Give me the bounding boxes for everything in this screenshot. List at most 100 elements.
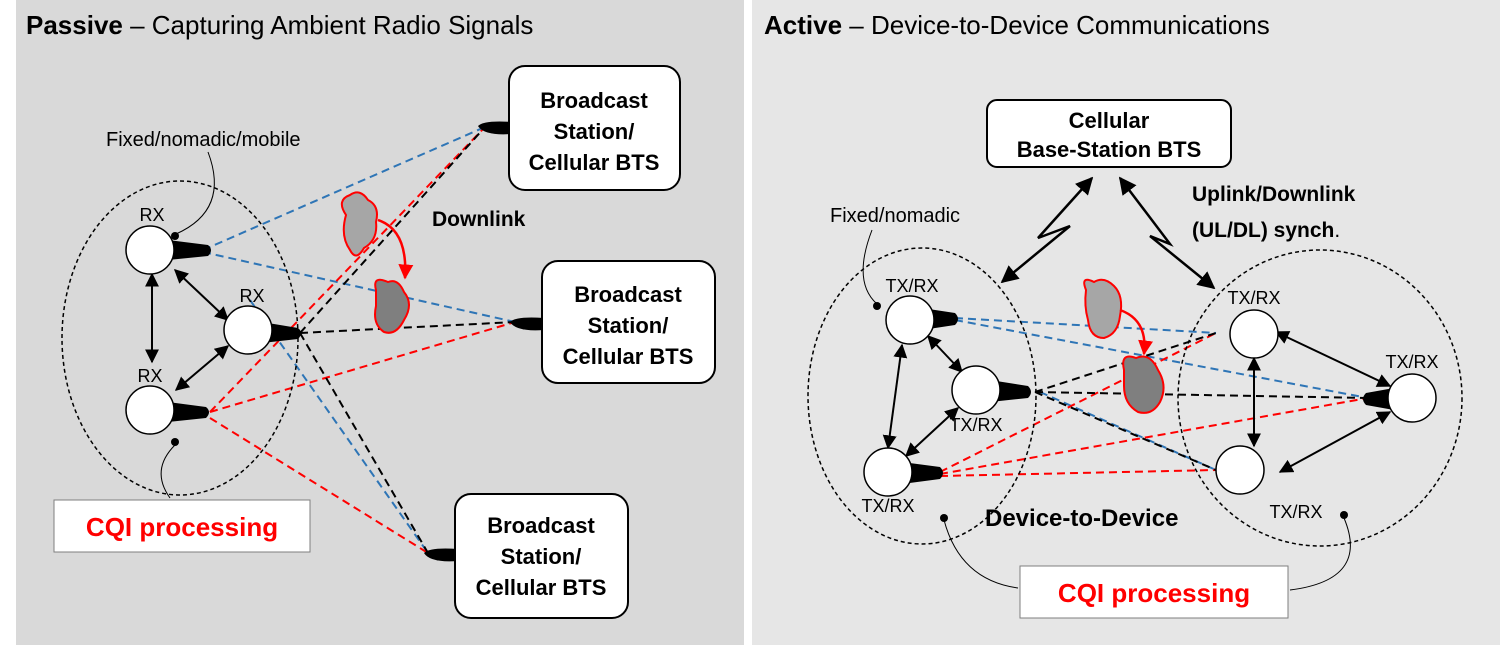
rx-arrow bbox=[174, 345, 230, 391]
passive-links bbox=[202, 126, 516, 554]
link-black bbox=[299, 321, 516, 334]
fixed-nomadic-annotation: Fixed/nomadic bbox=[830, 205, 960, 227]
rx-node-3: RX bbox=[125, 366, 209, 446]
d2d-network-ellipse-left bbox=[807, 247, 1037, 545]
txrx-node-6: TX/RX bbox=[1215, 445, 1348, 522]
node-dot bbox=[940, 514, 948, 522]
active-panel: Active – Device-to-Device Communications… bbox=[752, 0, 1500, 645]
d2d-network-ellipse-right bbox=[1177, 249, 1463, 547]
link-red bbox=[939, 397, 1369, 475]
txrx-node-circle bbox=[1215, 445, 1265, 495]
antenna-icon bbox=[168, 402, 209, 422]
link-red bbox=[939, 469, 1217, 477]
passive-title-bold: Passive bbox=[26, 10, 123, 40]
station-line: Cellular BTS bbox=[563, 344, 694, 369]
txrx-arrow bbox=[1278, 411, 1392, 473]
bts-line: Cellular bbox=[1069, 108, 1150, 133]
link-black bbox=[299, 126, 486, 334]
antenna-icon bbox=[510, 317, 544, 331]
lightning-link-right bbox=[1118, 176, 1216, 290]
uldl-links bbox=[1000, 176, 1216, 290]
passive-title-rest: – Capturing Ambient Radio Signals bbox=[123, 10, 533, 40]
txrx-node-1: TX/RX bbox=[873, 276, 958, 345]
interference-cloud-icon bbox=[340, 191, 378, 257]
rx-node-circle bbox=[223, 305, 273, 355]
link-red bbox=[209, 417, 429, 554]
link-black bbox=[299, 332, 429, 554]
bts-box bbox=[986, 99, 1232, 168]
interference-cloud-icon bbox=[1122, 355, 1165, 414]
txrx-arrow bbox=[882, 343, 908, 450]
rx-arrow bbox=[173, 269, 230, 321]
link-blue bbox=[954, 317, 1217, 334]
mobility-annotation: Fixed/nomadic/mobile bbox=[106, 129, 301, 151]
link-black bbox=[1034, 391, 1369, 399]
txrx-node-circle bbox=[885, 295, 935, 345]
rx-node-label: RX bbox=[137, 366, 162, 386]
rx-node-label: RX bbox=[239, 286, 264, 306]
lightning-link-left bbox=[1000, 176, 1094, 284]
txrx-node-circle bbox=[1387, 373, 1437, 423]
curved-arrow-icon bbox=[1119, 308, 1154, 356]
txrx-node-label: TX/RX bbox=[885, 276, 938, 296]
station-line: Station/ bbox=[554, 119, 635, 144]
txrx-arrow bbox=[904, 407, 960, 457]
left-cluster-arrows bbox=[882, 334, 963, 457]
link-blue bbox=[1039, 391, 1217, 471]
active-panel-bg bbox=[752, 0, 1500, 645]
d2d-label: Device-to-Device bbox=[985, 505, 1178, 532]
rx-node-label: RX bbox=[139, 205, 164, 225]
station-box bbox=[508, 65, 681, 191]
uldl-label-2: (UL/DL) synch. bbox=[1192, 219, 1340, 242]
antenna-icon bbox=[168, 240, 211, 260]
active-title-rest: – Device-to-Device Communications bbox=[842, 10, 1270, 40]
active-title-bold: Active bbox=[764, 10, 842, 40]
passive-panel: Passive – Capturing Ambient Radio Signal… bbox=[16, 0, 744, 645]
interference-cloud-icon bbox=[374, 278, 410, 334]
rx-node-2: RX bbox=[223, 286, 301, 355]
cqi-leader bbox=[160, 444, 176, 499]
station-line: Cellular BTS bbox=[476, 575, 607, 600]
passive-title: Passive – Capturing Ambient Radio Signal… bbox=[26, 10, 533, 40]
cqi-box bbox=[1019, 565, 1289, 619]
link-blue bbox=[954, 319, 1369, 399]
cqi-label: CQI processing bbox=[86, 512, 278, 542]
station-line: Station/ bbox=[588, 313, 669, 338]
annotation-leader bbox=[862, 229, 878, 305]
broadcast-station-1: Broadcast Station/ Cellular BTS bbox=[478, 65, 681, 191]
txrx-node-3: TX/RX bbox=[861, 447, 943, 516]
broadcast-station-3: Broadcast Station/ Cellular BTS bbox=[424, 493, 629, 619]
txrx-node-2: TX/RX bbox=[949, 365, 1031, 435]
rx-node-1: RX bbox=[125, 205, 211, 275]
uldl-label-bold: (UL/DL) synch bbox=[1192, 219, 1334, 242]
bts-line: Base-Station BTS bbox=[1017, 137, 1202, 162]
link-red bbox=[209, 321, 516, 413]
station-line: Broadcast bbox=[540, 88, 648, 113]
station-box bbox=[454, 493, 629, 619]
cqi-label: CQI processing bbox=[1058, 578, 1250, 608]
txrx-node-circle bbox=[863, 447, 913, 497]
txrx-node-circle bbox=[1229, 309, 1279, 359]
annotation-leader bbox=[175, 151, 215, 235]
txrx-arrow bbox=[927, 334, 963, 374]
passive-rx-arrows bbox=[145, 269, 230, 391]
txrx-node-label: TX/RX bbox=[861, 496, 914, 516]
txrx-node-4: TX/RX bbox=[1227, 288, 1281, 359]
cqi-box bbox=[53, 499, 311, 553]
interference-cloud-icon bbox=[1083, 278, 1123, 340]
txrx-node-circle bbox=[951, 365, 1001, 415]
txrx-node-label: TX/RX bbox=[1385, 352, 1438, 372]
station-line: Broadcast bbox=[574, 282, 682, 307]
txrx-node-label: TX/RX bbox=[1269, 502, 1322, 522]
station-box bbox=[541, 260, 716, 384]
node-dot bbox=[873, 302, 881, 310]
uldl-label: Uplink/Downlink bbox=[1192, 183, 1356, 206]
station-line: Station/ bbox=[501, 544, 582, 569]
txrx-node-5: TX/RX bbox=[1363, 352, 1439, 423]
link-red bbox=[209, 126, 486, 413]
rx-node-circle bbox=[125, 385, 175, 435]
antenna-icon bbox=[1363, 388, 1394, 410]
station-line: Broadcast bbox=[487, 513, 595, 538]
active-title: Active – Device-to-Device Communications bbox=[764, 10, 1270, 40]
